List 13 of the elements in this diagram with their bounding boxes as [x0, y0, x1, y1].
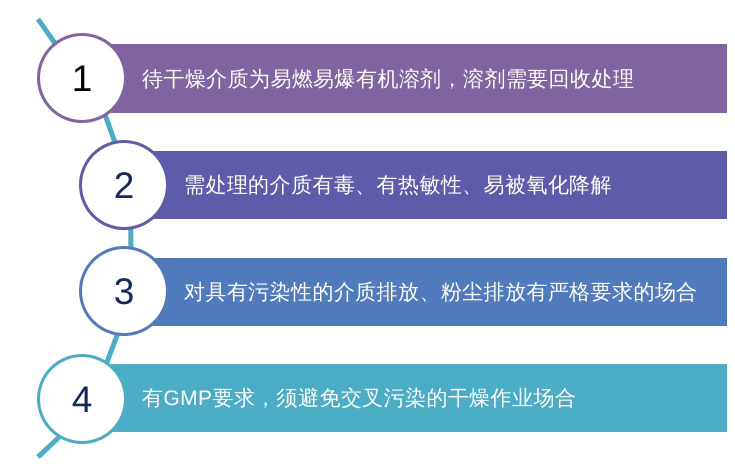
number-circle: 1	[37, 33, 127, 123]
number-circle: 3	[79, 246, 169, 336]
step-band: 需处理的介质有毒、有热敏性、易被氧化降解	[153, 151, 727, 219]
connector-line	[104, 333, 120, 364]
step-band: 有GMP要求，须避免交叉污染的干燥作业场合	[111, 364, 727, 432]
step-band: 对具有污染性的介质排放、粉尘排放有严格要求的场合	[153, 258, 727, 326]
step-band: 待干燥介质为易燃易爆有机溶剂，溶剂需要回收处理	[111, 44, 727, 113]
connector-line	[36, 434, 62, 459]
connector-line	[128, 228, 134, 248]
number-circle: 4	[37, 354, 127, 444]
number-circle: 2	[79, 140, 169, 230]
connector-line	[36, 18, 58, 46]
connector-line	[102, 114, 118, 144]
